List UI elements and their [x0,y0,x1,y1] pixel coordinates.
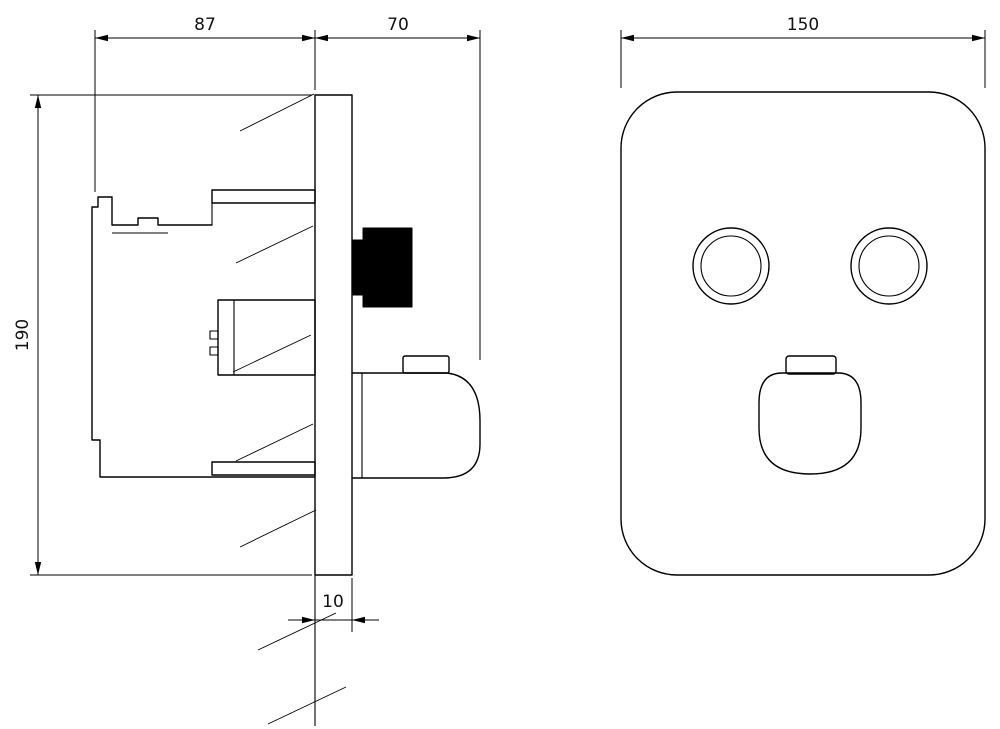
arrowhead [972,34,985,42]
arrowhead [302,34,315,42]
dim-label-depth: 87 [194,15,216,35]
concealed-valve-body [91,189,316,478]
hatch-line [257,612,337,651]
arrowhead [95,34,108,42]
hatch-line [239,93,315,132]
front-view [620,91,986,576]
arrowhead [34,562,42,575]
handle-front [758,355,862,475]
handle-profile [351,372,481,479]
handle-side [351,355,481,479]
arrowhead [467,34,480,42]
button-left-outer-ring [692,227,770,305]
arrowhead [302,616,315,624]
dim-label-protrusion: 70 [387,15,409,35]
dimension-plate-thickness: 10 [288,578,379,632]
dim-label-thickness: 10 [322,592,344,612]
trim-plate-front [620,91,986,576]
faceplate-side [314,94,353,576]
arrowhead [315,34,328,42]
dim-label-height: 190 [13,319,33,351]
dimension-total-height: 190 [13,94,312,576]
arrowhead [34,95,42,108]
button-left-inner-ring [700,235,762,297]
valve-spindle-housing [217,299,316,376]
dimension-depth-behind-wall: 87 [94,15,316,192]
dimension-plate-width: 150 [620,15,986,88]
spindle-clip [209,346,219,356]
handle-tab-front [785,355,837,375]
button-right [850,227,928,305]
spindle-clip [209,330,219,340]
hatch-line [232,334,312,373]
arrowhead [621,34,634,42]
arrowhead [352,616,365,624]
hatch-line [235,423,314,462]
handle-body-front [758,372,862,475]
button-right-outer-ring [850,227,928,305]
handle-tab-side [402,355,450,374]
mounting-flange-top [211,189,316,204]
hatch-line [235,225,314,264]
mounting-flange-bottom [211,461,316,476]
wall-hatch-lines [232,93,347,725]
button-left [692,227,770,305]
hatch-line [239,509,317,548]
dim-label-width: 150 [787,15,819,35]
button-right-inner-ring [858,235,920,297]
hatch-line [267,686,347,725]
side-view [91,93,481,726]
knurled-knob-side [351,227,413,308]
dimension-front-protrusion: 70 [315,15,481,360]
valve-body-outline [91,196,316,478]
